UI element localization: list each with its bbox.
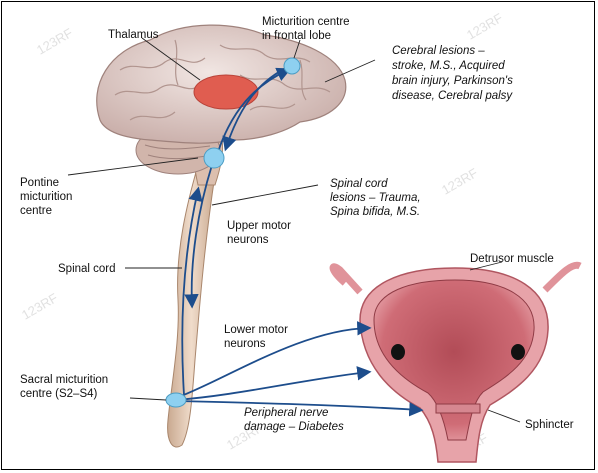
bladder <box>333 265 580 462</box>
label-detrusor: Detrusor muscle <box>470 253 554 265</box>
watermark: 123RF <box>19 290 60 323</box>
watermark: 123RF <box>34 25 75 58</box>
frontal-micturition-node <box>284 58 300 74</box>
sacral-micturition-node <box>166 393 186 407</box>
pontine-micturition-node <box>204 148 224 168</box>
watermark: 123RF <box>439 165 480 198</box>
label-spinal-lesions: Spinal cord lesions – Trauma, Spina bifi… <box>330 178 424 218</box>
label-sphincter: Sphincter <box>525 419 574 431</box>
label-upper-motor: Upper motor neurons <box>227 220 294 246</box>
label-spinal-cord: Spinal cord <box>58 263 116 275</box>
label-pontine: Pontine micturition centre <box>20 177 76 217</box>
label-lower-motor: Lower motor neurons <box>224 324 291 350</box>
label-cerebral-lesions: Cerebral lesions – stroke, M.S., Acquire… <box>392 45 516 102</box>
thalamus <box>194 75 258 109</box>
watermark: 123RF <box>464 10 505 43</box>
label-peripheral: Peripheral nerve damage – Diabetes <box>244 407 344 433</box>
label-sacral: Sacral micturition centre (S2–S4) <box>20 374 111 400</box>
label-micturition-frontal: Micturition centre in frontal lobe <box>262 16 353 42</box>
label-thalamus: Thalamus <box>108 29 159 41</box>
